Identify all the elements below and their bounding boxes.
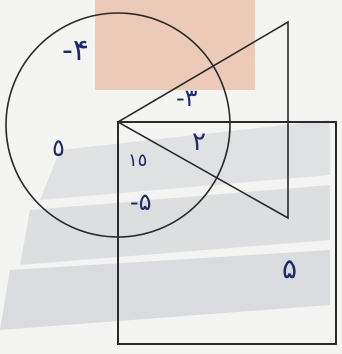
square-shape [117,121,337,345]
triangle-shape [116,20,289,220]
label-circle-square-corner: ۱٥ [128,150,147,171]
label-circle-square-lower: -۵ [130,188,152,216]
background-watermark [0,0,330,330]
watermark-top-block [95,0,255,90]
label-square-only: ۵ [282,252,297,285]
label-circle-triangle: -۳ [176,84,198,112]
label-triangle-center: ۲ [192,127,206,157]
label-circle-only-left: ٥ [52,134,65,162]
label-circle-only-top: -۴ [62,33,89,68]
watermark-band-2 [20,185,330,265]
watermark-band-3 [0,250,330,330]
